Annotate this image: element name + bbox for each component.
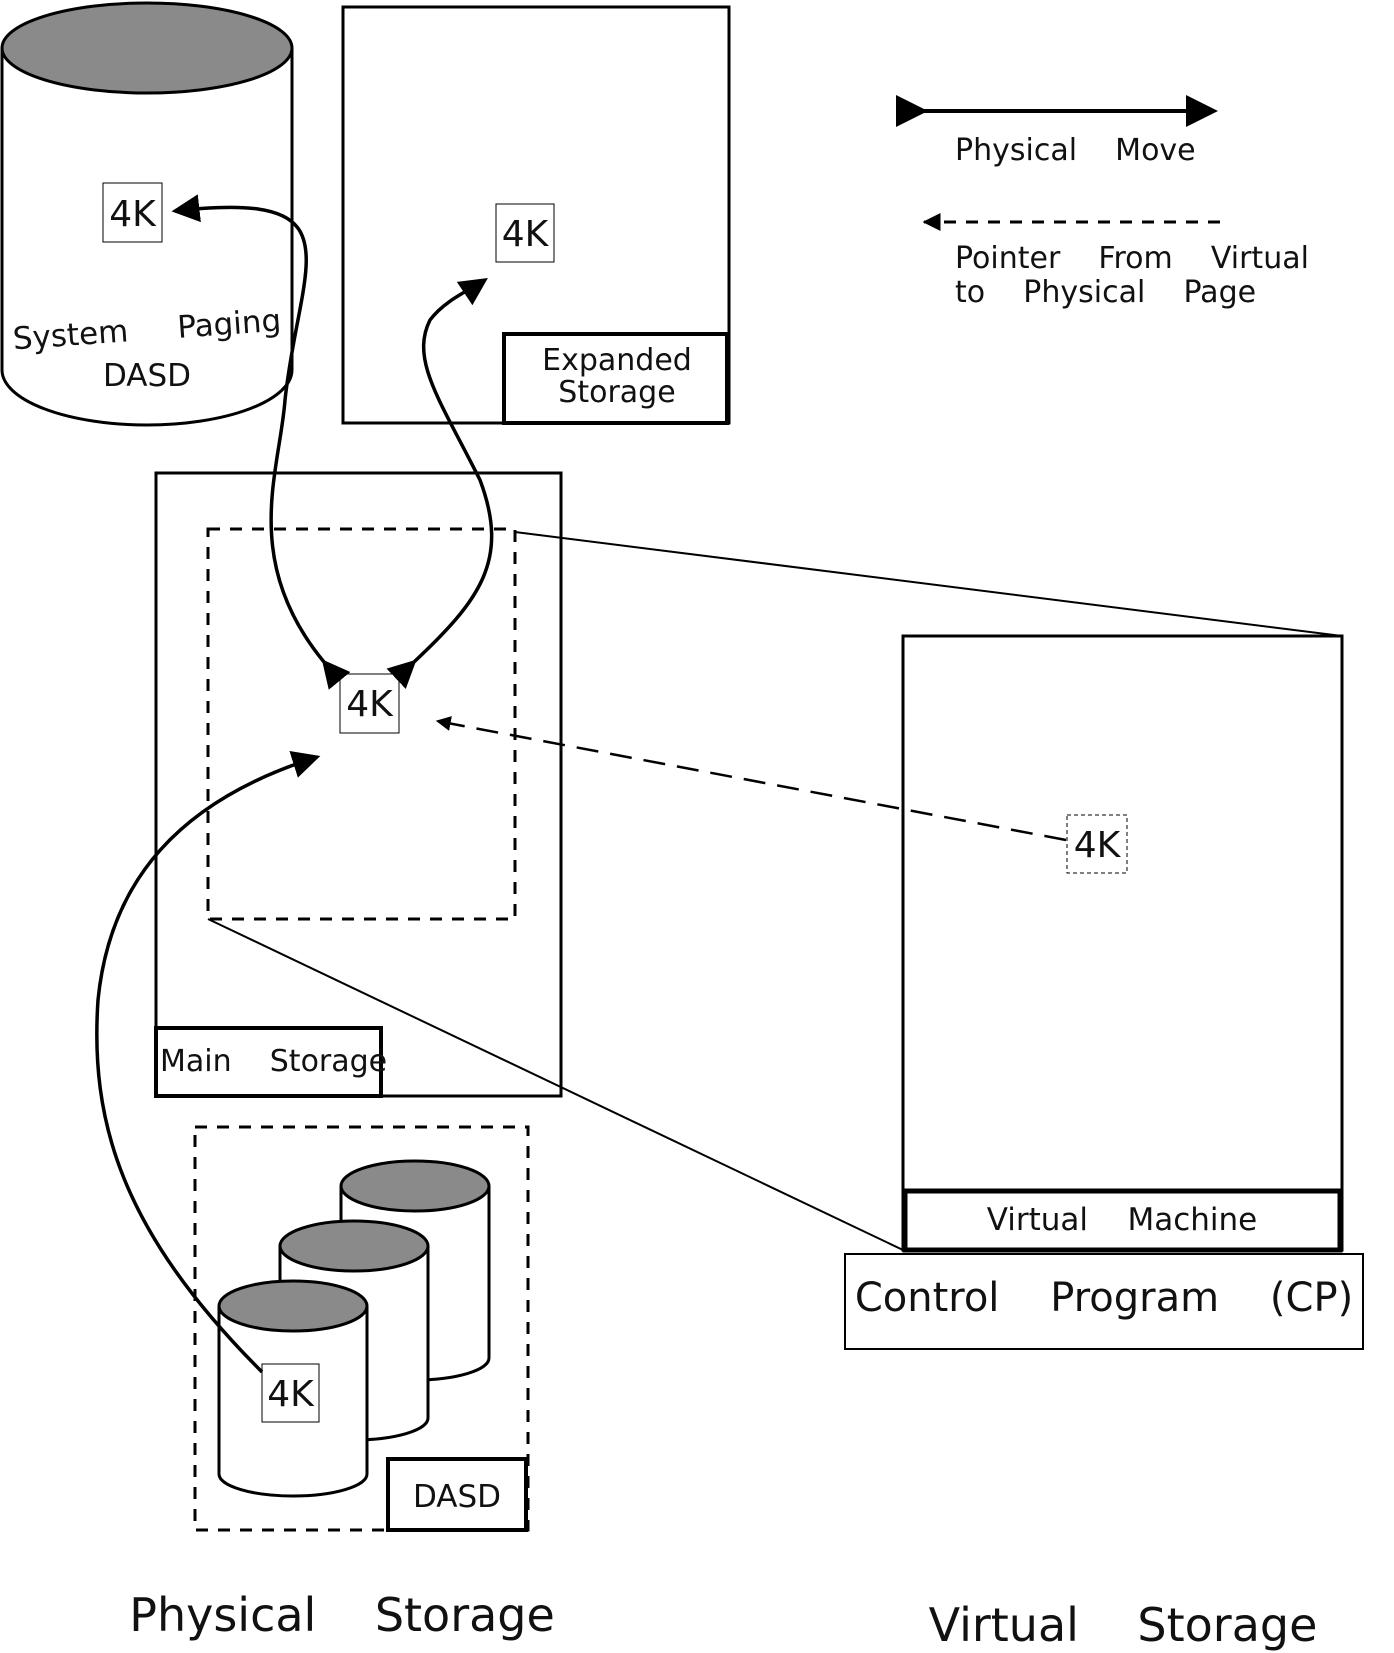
vm-label: Virtual Machine: [987, 1202, 1257, 1238]
expanded-page-label: 4K: [502, 214, 550, 255]
paging-page-box: [102, 182, 163, 243]
main-virtual-region: [206, 527, 517, 921]
dasd-group: 4K DASD: [193, 1125, 530, 1532]
expanded-page-box: [495, 203, 555, 263]
main-label: Main Storage: [160, 1044, 387, 1079]
cp-label: Control Program (CP): [855, 1275, 1353, 1321]
footer-virtual-storage: Virtual Storage: [929, 1598, 1318, 1652]
main-page-label: 4K: [346, 684, 394, 725]
projection-line-top: [514, 531, 1343, 637]
dasd-cylinder-front: [217, 1279, 369, 1498]
dasd-page-label: 4K: [267, 1374, 315, 1415]
dasd-page-box: [261, 1363, 320, 1423]
projection-line-bottom: [207, 918, 904, 1251]
main-label-box: [154, 1026, 383, 1098]
paging-label-line2: DASD: [103, 358, 191, 394]
dasd-boundary: [193, 1125, 530, 1532]
control-program: Control Program (CP): [844, 1253, 1364, 1350]
system-paging-dasd: 4K System Paging DASD: [0, 1, 294, 427]
arrow-paging-main: [171, 194, 351, 690]
arrow-dasd-main: [95, 750, 321, 1374]
expanded-label-line1: Expanded: [542, 343, 692, 378]
expanded-label-box: [502, 332, 729, 425]
legend-physical-move: Physical Move: [955, 133, 1196, 168]
main-storage: Main Storage 4K: [154, 471, 563, 1098]
vm-page-label: 4K: [1074, 825, 1122, 866]
footer-physical-storage: Physical Storage: [129, 1588, 555, 1642]
vm-page-box: [1066, 814, 1128, 874]
dasd-label-box: [386, 1457, 528, 1532]
expanded-label-line2: Storage: [558, 375, 675, 410]
expanded-storage: Expanded Storage 4K: [341, 5, 731, 425]
dasd-label: DASD: [413, 1479, 501, 1515]
paging-page-label: 4K: [109, 194, 157, 235]
arrow-pointer-virtual-physical: [435, 716, 1067, 842]
virtual-machine: Virtual Machine 4K: [901, 634, 1344, 1253]
arrow-expanded-main: [386, 278, 494, 689]
legend-pointer-line1: Pointer From Virtual: [955, 241, 1309, 276]
vm-label-box: [902, 1188, 1343, 1253]
legend: Physical Move Pointer From Virtual to Ph…: [896, 95, 1309, 310]
legend-pointer-line2: to Physical Page: [955, 275, 1256, 310]
